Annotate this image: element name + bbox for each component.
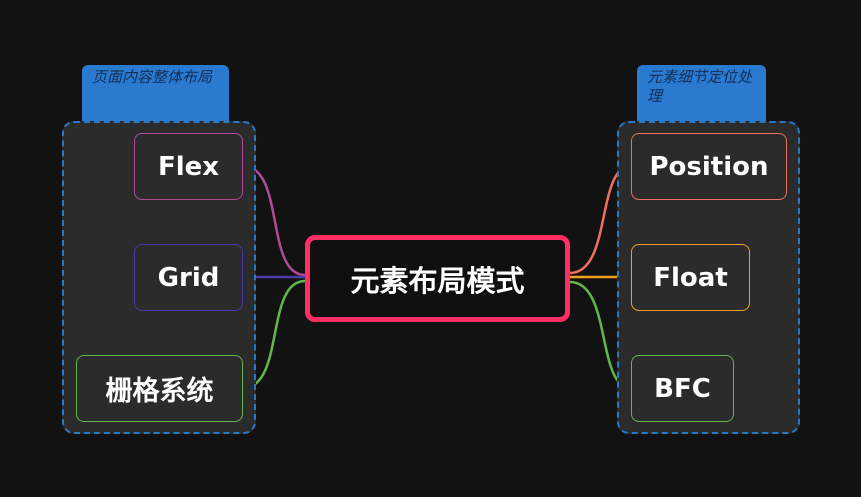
node-position[interactable]: Position (631, 133, 787, 200)
central-topic[interactable]: 元素布局模式 (305, 235, 570, 322)
node-grid[interactable]: Grid (134, 244, 243, 311)
node-bfc[interactable]: BFC (631, 355, 734, 422)
node-flex[interactable]: Flex (134, 133, 243, 200)
node-float[interactable]: Float (631, 244, 750, 311)
left-group-tag: 页面内容整体布局 (82, 65, 229, 121)
node-grid-system[interactable]: 栅格系统 (76, 355, 243, 422)
right-group-tag: 元素细节定位处理 (637, 65, 766, 121)
